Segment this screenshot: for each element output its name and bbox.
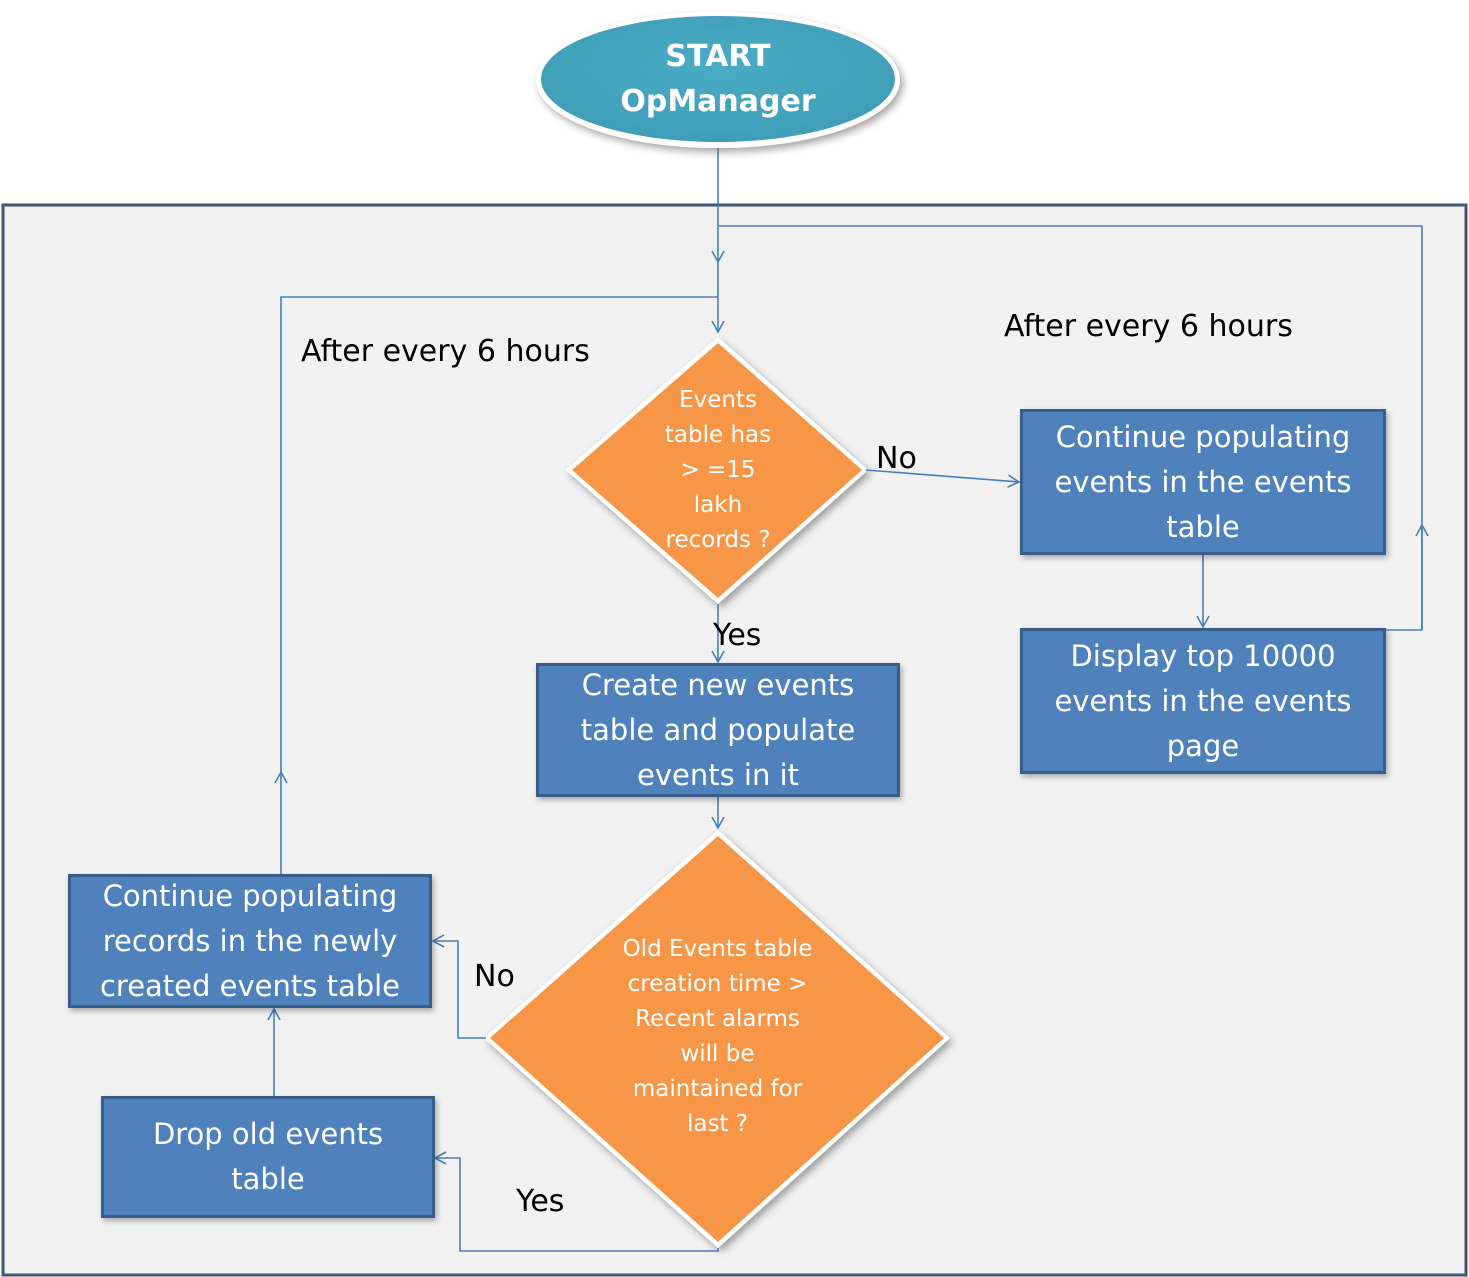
label-no-decision-2: No [474, 959, 515, 994]
box-continue-populating-records: Continue populating records in the newly… [68, 874, 432, 1008]
label-no-decision-1: No [876, 441, 917, 476]
decision-1-text: Events table has > =15 lakh records ? [664, 387, 772, 553]
label-after-every-6-hours-left: After every 6 hours [301, 334, 590, 369]
decision-2-text: Old Events table creation time > Recent … [622, 936, 813, 1137]
connector-no-2 [431, 934, 486, 1039]
box-display-top-events: Display top 10000 events in the events p… [1020, 628, 1386, 774]
label-yes-decision-2: Yes [516, 1184, 565, 1219]
decision-2-fill [490, 836, 944, 1242]
connector-left-loop [280, 296, 718, 772]
start-label: START OpManager [620, 39, 816, 119]
label-after-every-6-hours-right: After every 6 hours [1004, 309, 1293, 344]
connector-yes-2 [433, 1151, 719, 1252]
connector-no-1 [865, 469, 1021, 488]
box-drop-old-events-table: Drop old events table [101, 1096, 435, 1218]
decision-1-fill [572, 343, 862, 598]
box-create-new-events-table: Create new events table and populate eve… [536, 663, 900, 797]
box-continue-populating-events: Continue populating events in the events… [1020, 409, 1386, 555]
start-terminal-inner [541, 16, 895, 142]
connector-right-loop [718, 225, 1423, 631]
label-yes-decision-1: Yes [713, 618, 762, 653]
